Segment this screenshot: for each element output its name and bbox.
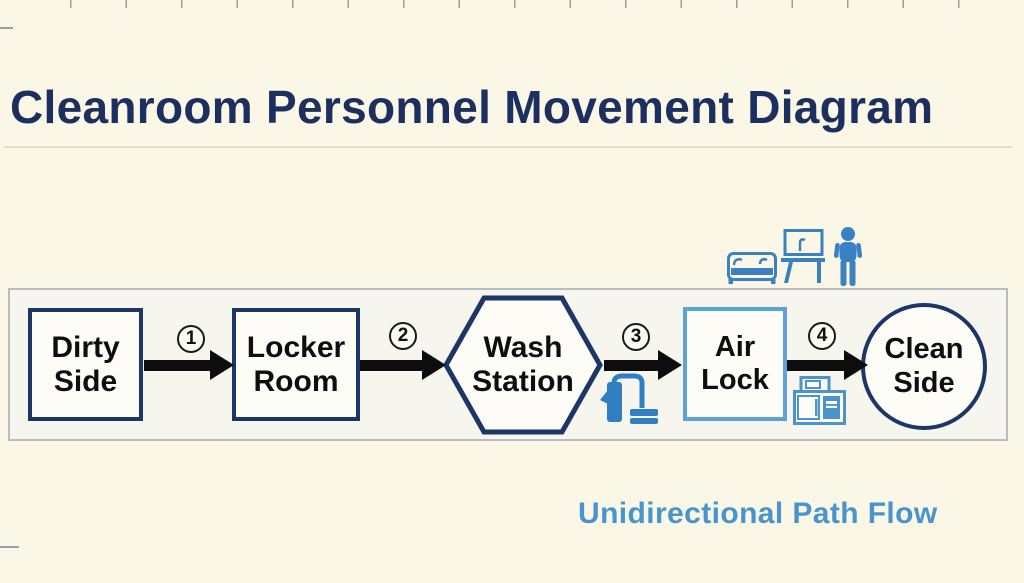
node-label: Wash Station (472, 331, 574, 398)
step-number-2: 2 (389, 322, 417, 350)
node-air-lock: Air Lock (683, 307, 787, 421)
node-wash-station: Wash Station (453, 293, 593, 437)
title-divider (4, 146, 1012, 148)
step-number-4: 4 (808, 322, 836, 350)
node-wash-station-hexagon (443, 295, 603, 435)
workstation-icon (781, 229, 825, 283)
bed-icon (727, 252, 777, 284)
node-dirty-side: Dirty Side (28, 308, 143, 421)
left-margin-mark (0, 27, 13, 29)
flow-arrow-4 (787, 360, 844, 371)
node-clean-side: Clean Side (861, 303, 987, 430)
step-number-label: 1 (185, 328, 197, 349)
node-locker-room: Locker Room (232, 308, 360, 421)
step-number-label: 2 (397, 325, 409, 346)
flow-arrow-2-head (422, 350, 446, 380)
node-label: Air Lock (701, 330, 769, 396)
page-title: Cleanroom Personnel Movement Diagram (10, 81, 934, 133)
node-label: Dirty Side (51, 330, 120, 398)
flow-arrow-1-head (210, 350, 234, 380)
step-number-label: 4 (816, 325, 828, 346)
flow-arrow-3-head (658, 350, 682, 380)
step-number-label: 3 (630, 326, 642, 347)
flow-arrow-1 (144, 360, 210, 371)
caption-unidirectional-path-flow: Unidirectional Path Flow (578, 497, 938, 530)
pass-through-cabinet-icon (793, 376, 846, 425)
left-margin-mark (0, 546, 19, 548)
node-label: Clean Side (884, 333, 964, 399)
floor-cleaner-icon (600, 373, 658, 424)
step-number-3: 3 (622, 323, 650, 351)
flow-arrow-4-head (844, 350, 868, 380)
flow-arrow-3 (604, 360, 658, 371)
flow-arrow-2 (360, 360, 422, 371)
step-number-1: 1 (177, 325, 205, 353)
person-icon (833, 227, 863, 286)
ruler-ticks (16, 0, 1008, 8)
node-label: Locker Room (246, 330, 346, 398)
